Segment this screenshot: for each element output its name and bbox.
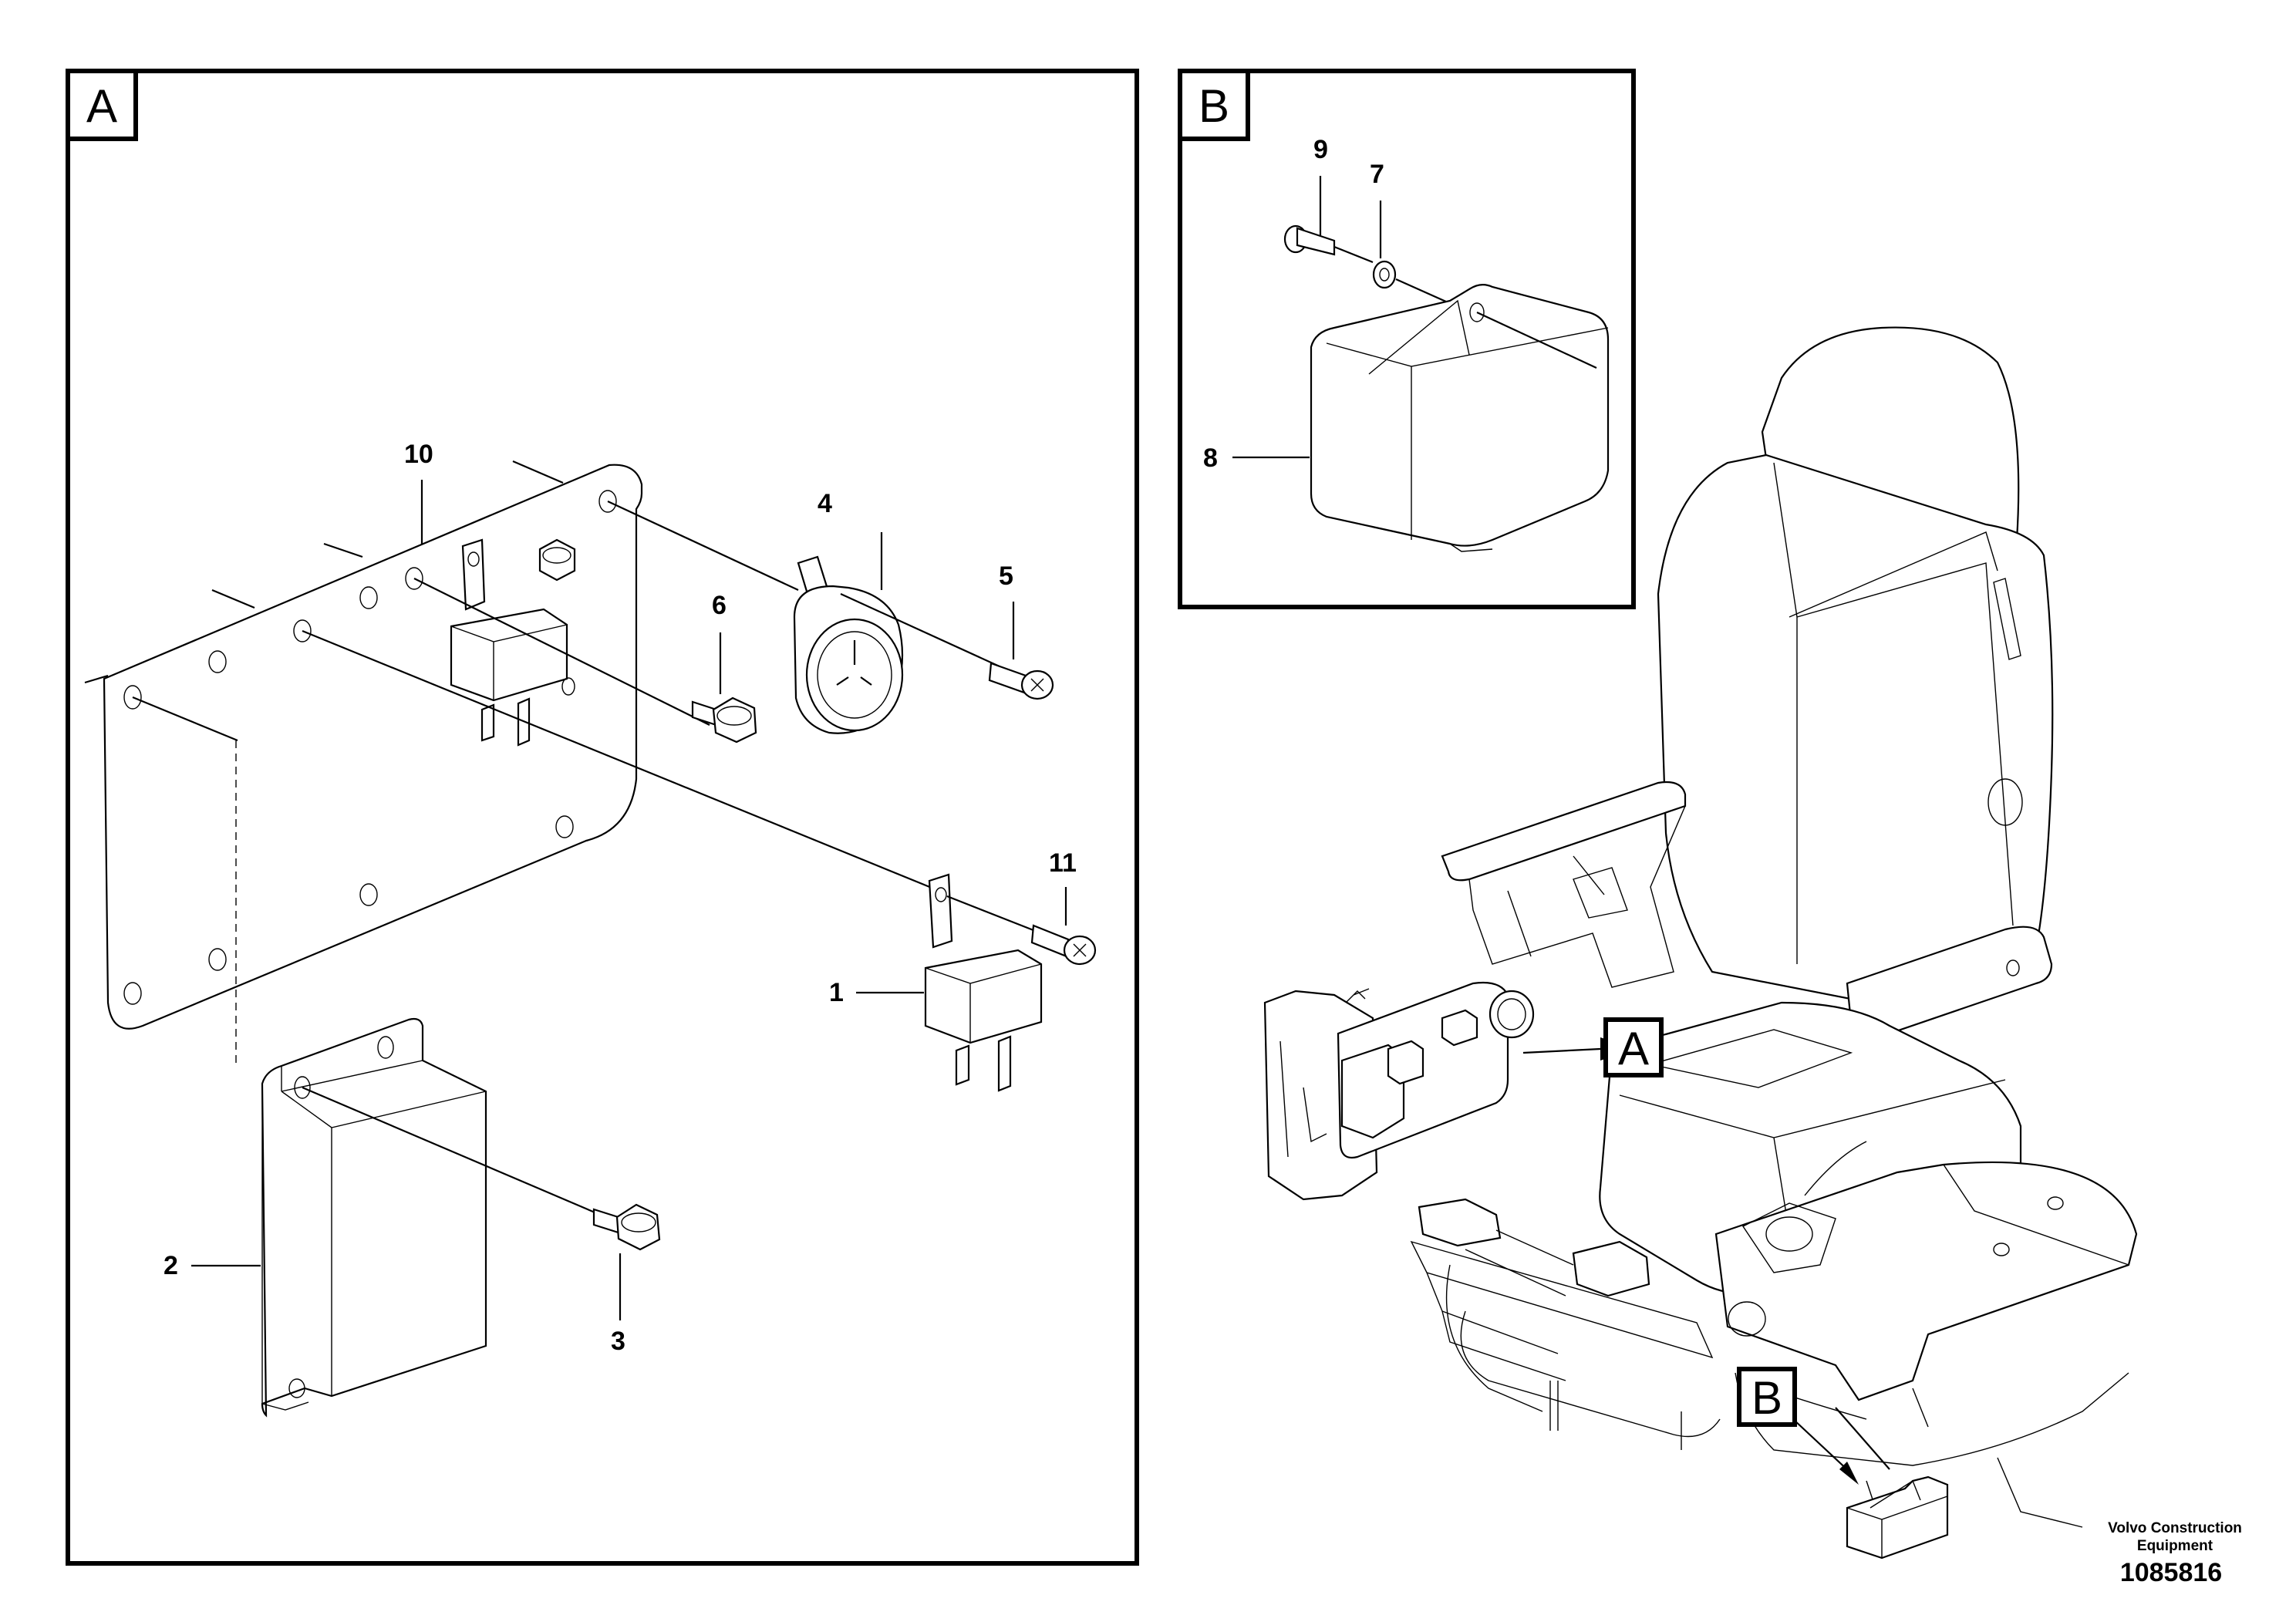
publisher-line-2: Equipment bbox=[2137, 1538, 2213, 1554]
bolt-3 bbox=[592, 1203, 661, 1251]
control-unit-8 bbox=[1310, 284, 1610, 552]
slide-handle-right bbox=[1572, 1240, 1650, 1297]
panel-b-frame bbox=[1178, 69, 1636, 609]
seat-tag-b-box bbox=[1737, 1367, 1797, 1427]
panel-b: B 9 7 8 bbox=[1178, 69, 1636, 609]
leader-hole-to-bolt-6 bbox=[413, 578, 710, 726]
seat-tag-b: B bbox=[1752, 1372, 1782, 1424]
callout-9: 9 bbox=[1313, 135, 1328, 164]
seat-tag-a: A bbox=[1618, 1023, 1649, 1074]
relay-1 bbox=[924, 873, 1043, 1092]
callout-11: 11 bbox=[1049, 848, 1077, 878]
screw-9 bbox=[1283, 224, 1336, 256]
leader-tag-b bbox=[1792, 1418, 1852, 1474]
slide-handle-left bbox=[1418, 1198, 1502, 1247]
panel-b-tag: B bbox=[1199, 80, 1229, 132]
panel-a: A bbox=[66, 69, 1139, 1566]
screw-11 bbox=[1030, 924, 1097, 966]
publisher-line-1: Volvo Construction bbox=[2108, 1520, 2242, 1536]
callout-1: 1 bbox=[829, 978, 844, 1007]
panel-a-tag: A bbox=[86, 80, 117, 132]
control-unit-small bbox=[1846, 1475, 1949, 1560]
slide-rail bbox=[1410, 1240, 1714, 1359]
leader-relay-to-screw-11 bbox=[946, 895, 1042, 935]
callout-7: 7 bbox=[1370, 160, 1384, 189]
panel-b-tag-box bbox=[1178, 69, 1250, 141]
washer-7 bbox=[1372, 260, 1397, 289]
left-armrest bbox=[1441, 781, 1687, 882]
panel-a-frame bbox=[66, 69, 1139, 1566]
backrest bbox=[1657, 454, 2054, 1004]
seat-tag-a-box bbox=[1603, 1017, 1664, 1077]
leader-plate-to-box bbox=[132, 696, 238, 742]
leader-box-to-bolt-3 bbox=[302, 1086, 610, 1220]
callout-2: 2 bbox=[164, 1251, 178, 1280]
footer: Volvo Construction Equipment 1085816 bbox=[2108, 1520, 2242, 1587]
callout-8: 8 bbox=[1203, 443, 1218, 473]
callout-3: 3 bbox=[611, 1327, 625, 1356]
callout-6: 6 bbox=[712, 591, 727, 620]
callout-5: 5 bbox=[999, 561, 1013, 591]
right-console bbox=[1714, 1161, 2138, 1401]
panel-a-tag-box bbox=[66, 69, 138, 141]
callout-4: 4 bbox=[818, 489, 832, 518]
leader-hole-to-buzzer bbox=[607, 501, 799, 591]
leader-hole-to-relay bbox=[302, 629, 946, 895]
relay-on-plate bbox=[450, 538, 575, 747]
bolt-6 bbox=[691, 696, 757, 744]
callout-10: 10 bbox=[404, 440, 433, 469]
tow-bar bbox=[1460, 1310, 1721, 1438]
document-number: 1085816 bbox=[2120, 1558, 2222, 1587]
mounting-plate bbox=[84, 460, 643, 1030]
seat-assembly: A B bbox=[1263, 326, 2138, 1560]
leader-buzzer-to-screw-5 bbox=[840, 592, 1019, 676]
control-box bbox=[261, 1017, 487, 1418]
buzzer bbox=[793, 555, 904, 734]
leader-seat-to-a bbox=[1522, 1047, 1601, 1054]
leader-seat-to-b bbox=[1835, 1407, 1890, 1470]
screw-5 bbox=[988, 662, 1054, 700]
arrow-b bbox=[1839, 1462, 1859, 1485]
